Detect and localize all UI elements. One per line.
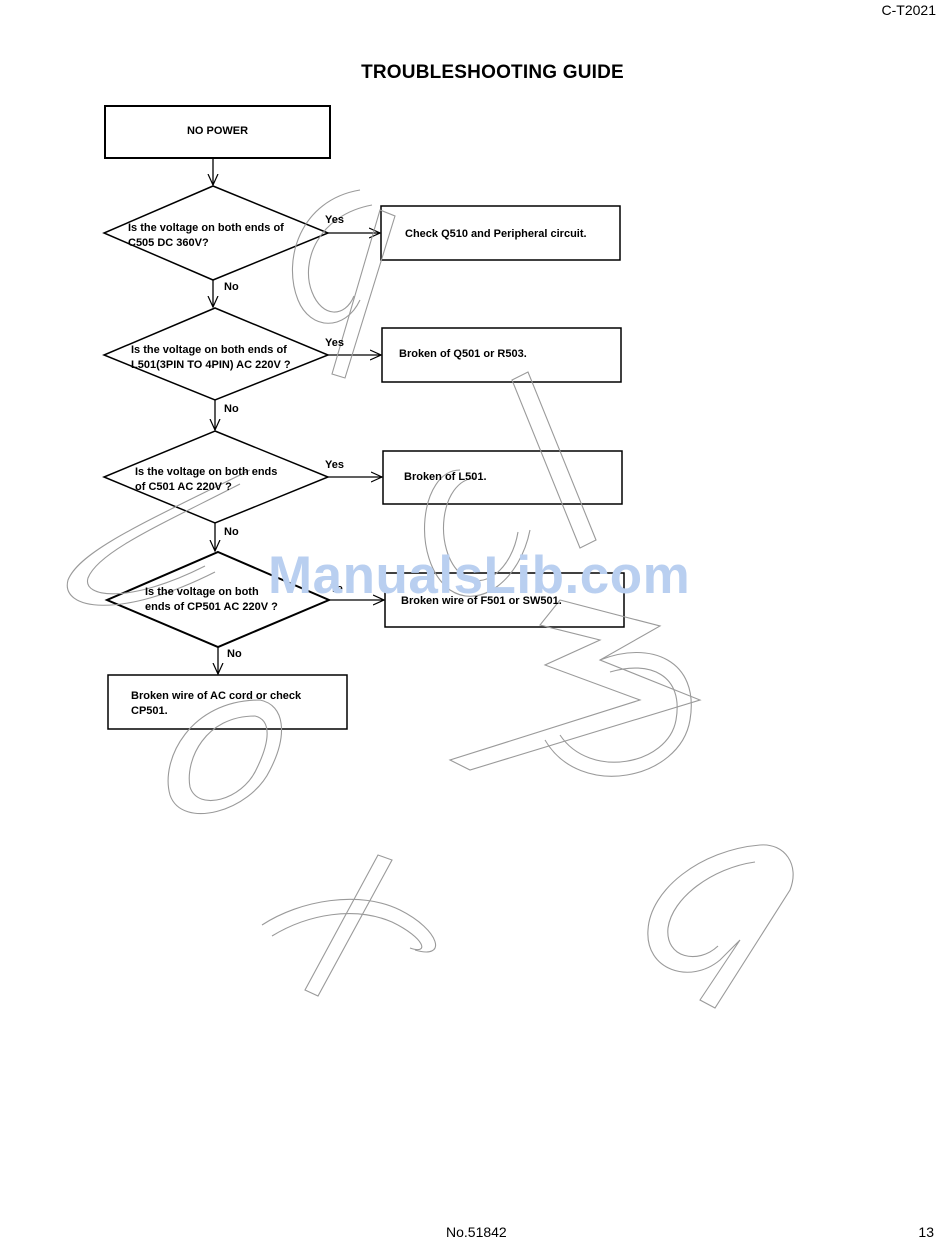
yes-label-3: Yes: [325, 459, 344, 471]
result-box-5: [107, 674, 348, 730]
decision-text-3: Is the voltage on both ends of C501 AC 2…: [135, 466, 278, 493]
decision-text-1: Is the voltage on both ends of C505 DC 3…: [128, 222, 284, 249]
result-text-2: Broken of Q501 or R503.: [399, 348, 527, 360]
yes-label-4: Ye: [330, 583, 343, 595]
result-text-5: Broken wire of AC cord or check CP501.: [131, 690, 302, 718]
result-text-4: Broken wire of F501 or SW501.: [401, 595, 562, 607]
result-box-4: [384, 572, 625, 628]
yes-label-2: Yes: [325, 337, 344, 349]
no-label-1: No: [224, 281, 239, 293]
result-box-3: [382, 450, 623, 505]
page-number: 13: [918, 1224, 934, 1240]
result-text-3: Broken of L501.: [404, 471, 487, 483]
start-box: [104, 105, 331, 159]
no-label-2: No: [224, 403, 239, 415]
decision-text-4: Is the voltage on both ends of CP501 AC …: [145, 586, 278, 613]
result-box-1: [380, 205, 621, 261]
document-number: No.51842: [446, 1224, 507, 1240]
no-label-3: No: [224, 526, 239, 538]
result-text-1: Check Q510 and Peripheral circuit.: [405, 228, 587, 240]
watermark-outline-shapes: [66, 189, 794, 1009]
result-box-2: [381, 327, 622, 383]
page-title: TROUBLESHOOTING GUIDE: [361, 62, 624, 83]
yes-label-1: Yes: [325, 214, 344, 226]
decision-text-2: Is the voltage on both ends of L501(3PIN…: [131, 344, 291, 371]
start-box-label: NO POWER: [186, 125, 249, 137]
document-code: C-T2021: [881, 2, 936, 18]
watermark-text: ManualsLib.com: [268, 546, 691, 605]
no-label-4: No: [227, 648, 242, 660]
